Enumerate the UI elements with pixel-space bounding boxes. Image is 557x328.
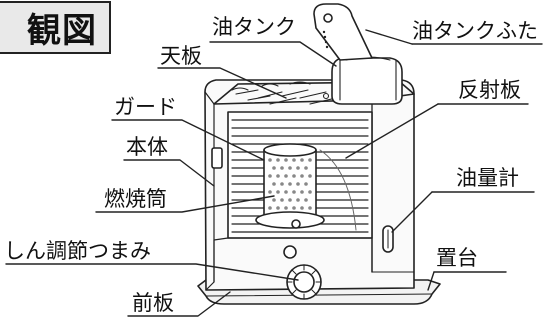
label-combustion-cylinder: 燃焼筒: [104, 187, 167, 211]
ignition-button: [283, 245, 297, 259]
label-guard: ガード: [114, 95, 177, 119]
label-base-stand: 置台: [436, 246, 478, 270]
wick-knob: [286, 264, 322, 300]
label-reflector: 反射板: [458, 78, 521, 102]
fuel-tank: [331, 56, 403, 105]
page-title: 観図: [27, 11, 97, 51]
label-fuel-tank: 油タンク: [212, 15, 296, 39]
title-box: 観図: [0, 1, 111, 54]
label-body: 本体: [126, 135, 168, 159]
label-fuel-tank-cap: 油タンクふた: [412, 19, 538, 43]
label-top-plate: 天板: [160, 44, 202, 68]
label-fuel-gauge: 油量計: [456, 166, 519, 190]
combustion-cylinder: [255, 143, 325, 229]
label-wick-knob: しん調節つまみ: [4, 239, 151, 263]
reflector: [319, 149, 357, 231]
side-window: [211, 147, 223, 169]
label-front-plate: 前板: [132, 291, 174, 315]
front-plate: [213, 237, 229, 283]
fuel-tank-cap: [313, 3, 373, 61]
